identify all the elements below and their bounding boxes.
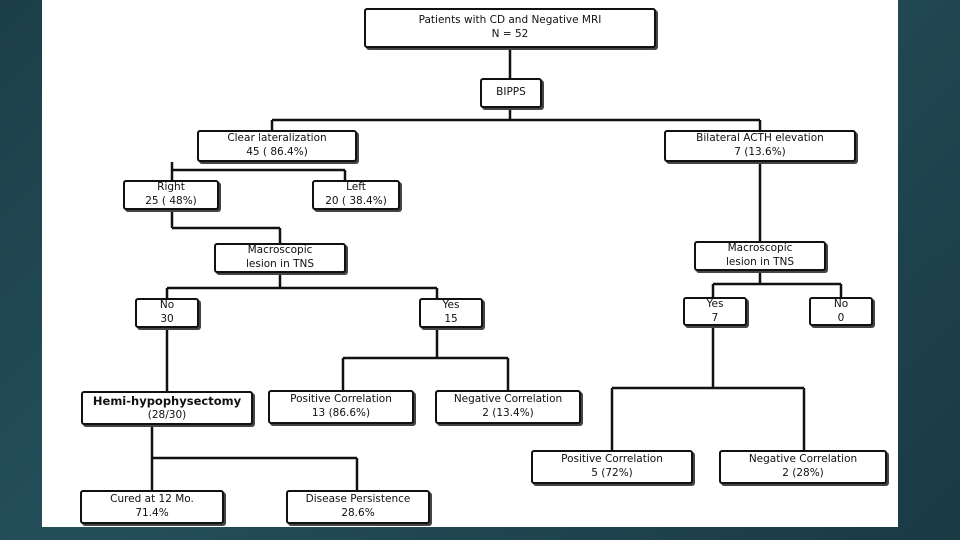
positive-correlation-label: Positive Correlation (561, 453, 663, 466)
clear-lateralization-label: Clear lateralization (227, 132, 327, 145)
right-node-label: Right (157, 181, 185, 194)
macroscopic-lesion-sublabel: lesion in TNS (725, 256, 795, 268)
negative-correlation-node-left: Negative Correlation 2 (13.4%) (435, 390, 581, 424)
cured-node: Cured at 12 Mo. 71.4% (80, 490, 224, 524)
positive-correlation-count: 13 (86.6%) (311, 407, 371, 419)
yes-node-left: Yes 15 (419, 298, 483, 328)
positive-correlation-node-right: Positive Correlation 5 (72%) (531, 450, 693, 484)
root-node: Patients with CD and Negative MRI N = 52 (364, 8, 656, 48)
no-node-count: 0 (837, 311, 845, 324)
macroscopic-lesion-sublabel: lesion in TNS (245, 258, 315, 270)
macroscopic-lesion-label: Macroscopic (247, 244, 313, 257)
positive-correlation-node-left: Positive Correlation 13 (86.6%) (268, 390, 414, 424)
clear-lateralization-node: Clear lateralization 45 ( 86.4%) (197, 130, 357, 162)
no-node-right: No 0 (809, 297, 873, 326)
disease-persistence-node: Disease Persistence 28.6% (286, 490, 430, 524)
left-node-count: 20 ( 38.4%) (325, 195, 387, 207)
cured-node-label: Cured at 12 Mo. (110, 493, 194, 506)
clear-lateralization-count: 45 ( 86.4%) (246, 146, 308, 158)
hemi-hypophysectomy-label: Hemi-hypophysectomy (92, 393, 242, 408)
disease-persistence-percent: 28.6% (341, 507, 375, 519)
negative-correlation-count: 2 (13.4%) (482, 407, 534, 419)
root-node-title: Patients with CD and Negative MRI (418, 14, 602, 27)
hemi-hypophysectomy-count: (28/30) (147, 408, 187, 421)
negative-correlation-count: 2 (28%) (782, 467, 824, 479)
macroscopic-lesion-node-right: Macroscopic lesion in TNS (694, 241, 826, 271)
yes-node-count: 15 (444, 313, 458, 325)
bilateral-acth-label: Bilateral ACTH elevation (696, 132, 824, 145)
left-node: Left 20 ( 38.4%) (312, 180, 400, 210)
negative-correlation-label: Negative Correlation (453, 393, 563, 406)
bipps-node-label: BIPPS (496, 86, 526, 99)
cured-node-percent: 71.4% (135, 507, 169, 519)
no-node-count: 30 (160, 313, 174, 325)
bilateral-acth-count: 7 (13.6%) (734, 146, 786, 158)
root-node-count: N = 52 (491, 28, 529, 40)
positive-correlation-count: 5 (72%) (591, 467, 633, 479)
no-node-label: No (833, 297, 849, 310)
negative-correlation-node-right: Negative Correlation 2 (28%) (719, 450, 887, 484)
macroscopic-lesion-label: Macroscopic (727, 242, 793, 255)
left-node-label: Left (346, 181, 366, 194)
right-node-count: 25 ( 48%) (145, 195, 197, 207)
bipps-node: BIPPS (480, 78, 542, 108)
yes-node-right: Yes 7 (683, 297, 747, 326)
hemi-hypophysectomy-node: Hemi-hypophysectomy (28/30) (81, 391, 253, 425)
no-node-label: No (159, 299, 175, 312)
right-node: Right 25 ( 48%) (123, 180, 219, 210)
bilateral-acth-node: Bilateral ACTH elevation 7 (13.6%) (664, 130, 856, 162)
disease-persistence-label: Disease Persistence (305, 493, 411, 506)
yes-node-label: Yes (706, 297, 724, 310)
no-node-left: No 30 (135, 298, 199, 328)
yes-node-count: 7 (711, 311, 719, 324)
positive-correlation-label: Positive Correlation (290, 393, 392, 406)
macroscopic-lesion-node-left: Macroscopic lesion in TNS (214, 243, 346, 273)
negative-correlation-label: Negative Correlation (748, 453, 858, 466)
yes-node-label: Yes (442, 299, 460, 312)
